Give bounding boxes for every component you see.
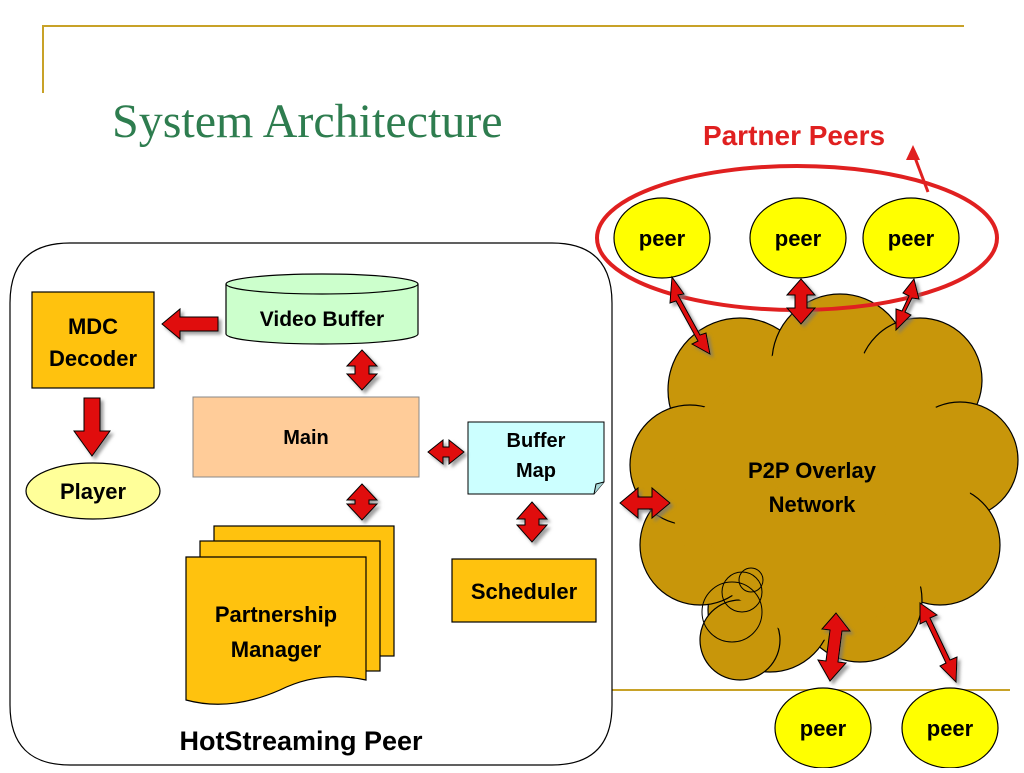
video-buffer-label: Video Buffer: [260, 308, 384, 331]
p2p-overlay-cloud: [629, 293, 1019, 681]
scheduler-box: Scheduler: [451, 558, 597, 623]
partner-peer-2-label: peer: [775, 226, 822, 251]
buffer-map-box: Buffer Map: [467, 421, 605, 495]
arrow-mdc-to-player: [73, 397, 111, 457]
buffer-map-line2: Map: [516, 460, 556, 482]
p2p-network-label-line2: Network: [769, 492, 857, 517]
arrow-network-hotstreaming: [619, 486, 671, 520]
main-label: Main: [283, 427, 329, 449]
arrow-main-partnership: [345, 483, 379, 521]
arrow-peer2-network: [785, 278, 817, 325]
partner-peers-pointer-head: [906, 145, 920, 160]
partnership-manager-line2: Manager: [231, 637, 322, 662]
bottom-peer-2: peer: [901, 687, 999, 769]
arrow-videobuffer-main: [345, 349, 379, 391]
arrow-main-buffermap: [427, 438, 465, 466]
buffer-map-line1: Buffer: [507, 430, 566, 452]
partner-peer-3-label: peer: [888, 226, 935, 251]
mdc-decoder-line2: Decoder: [49, 346, 137, 371]
partner-peers-label: Partner Peers: [703, 120, 885, 151]
bottom-peer-1: peer: [774, 687, 872, 769]
arrow-network-bottompeer1: [817, 612, 852, 682]
scheduler-label: Scheduler: [471, 579, 578, 604]
mdc-decoder-box: MDC Decoder: [31, 291, 155, 389]
partner-peer-3: peer: [862, 197, 960, 279]
arrow-network-bottompeer2: [919, 602, 958, 684]
partnership-manager-line1: Partnership: [215, 602, 337, 627]
bottom-peer-2-label: peer: [927, 716, 974, 741]
partner-peers-pointer: [912, 154, 930, 193]
partnership-manager-stack: Partnership Manager: [185, 525, 395, 705]
arrow-videobuffer-to-mdc: [161, 307, 219, 341]
arrow-peer1-network: [669, 275, 711, 355]
partner-peer-1: peer: [613, 197, 711, 279]
bottom-peer-1-label: peer: [800, 716, 847, 741]
player-ellipse: Player: [25, 462, 161, 520]
video-buffer-cylinder: Video Buffer: [225, 273, 419, 345]
arrow-buffermap-scheduler: [515, 501, 549, 543]
hotstreaming-peer-label: HotStreaming Peer: [179, 726, 423, 756]
p2p-network-label-line1: P2P Overlay: [748, 458, 877, 483]
page-title: System Architecture: [112, 95, 503, 148]
mdc-decoder-line1: MDC: [68, 314, 118, 339]
arrow-peer3-network: [895, 277, 920, 332]
player-label: Player: [60, 479, 126, 504]
main-box: Main: [192, 396, 420, 478]
hotstreaming-peer-container: [9, 242, 613, 766]
partner-peer-1-label: peer: [639, 226, 686, 251]
partner-peer-2: peer: [749, 197, 847, 279]
